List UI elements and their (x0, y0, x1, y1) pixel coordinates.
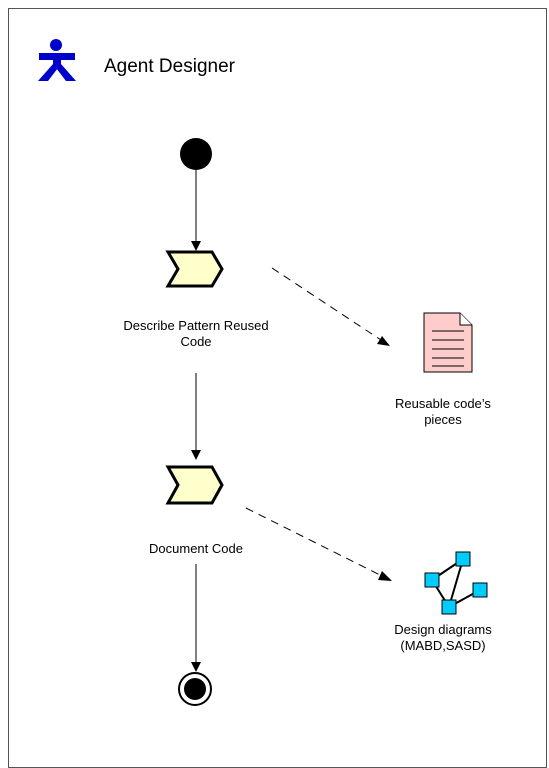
work-product-label-design-diagrams: Design diagrams (MABD,SASD) (394, 622, 492, 653)
activity-chevron-icon (165, 250, 224, 288)
output-flow-1-arrowhead (377, 336, 390, 346)
output-flow-2 (245, 507, 383, 577)
activity-label-describe-pattern: Describe Pattern Reused Code (123, 318, 269, 349)
activity-label-document-code: Document Code (149, 541, 243, 556)
activity-chevron-icon (165, 465, 224, 505)
diagram-frame (8, 8, 547, 768)
actor-icon (38, 39, 76, 81)
diagram-icon (424, 551, 488, 615)
final-node-icon (178, 672, 212, 706)
initial-node-icon (180, 138, 212, 170)
output-flow-2-arrowhead (378, 571, 392, 581)
output-flow-1 (271, 267, 382, 341)
role-title: Agent Designer (104, 56, 235, 77)
work-product-label-reusable-code: Reusable code’s pieces (395, 396, 491, 427)
document-icon (423, 312, 473, 373)
